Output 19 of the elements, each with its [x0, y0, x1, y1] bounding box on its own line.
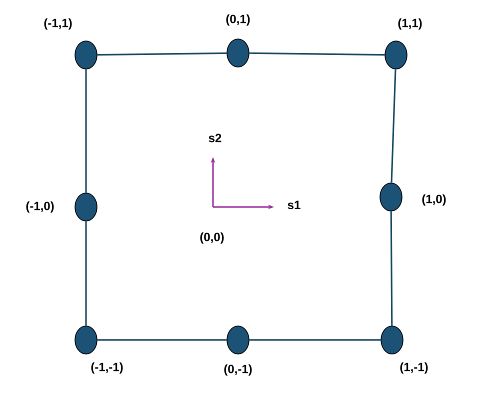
coordinate-label: (-1,0)	[26, 201, 54, 213]
connector-line	[85, 221, 87, 326]
connector-line	[97, 52, 227, 56]
connector-line	[249, 339, 381, 341]
coordinate-label: (0,1)	[226, 14, 250, 26]
coordinate-label: (1,0)	[422, 194, 446, 206]
coordinate-label: (1,1)	[398, 18, 422, 30]
axis-label: s2	[208, 134, 222, 142]
coordinate-label: (0,-1)	[224, 364, 252, 376]
coordinate-label: (-1,1)	[44, 18, 72, 30]
connector-line	[249, 52, 385, 56]
coordinate-label: (1,-1)	[400, 362, 428, 374]
connector-line	[85, 69, 87, 193]
connector-line	[97, 339, 227, 341]
coordinate-label: (-1,-1)	[91, 362, 123, 374]
connector-line	[390, 69, 396, 183]
connector-line	[390, 211, 393, 326]
axis-label: (0,0)	[200, 232, 224, 244]
axis-label: s1	[288, 200, 300, 210]
